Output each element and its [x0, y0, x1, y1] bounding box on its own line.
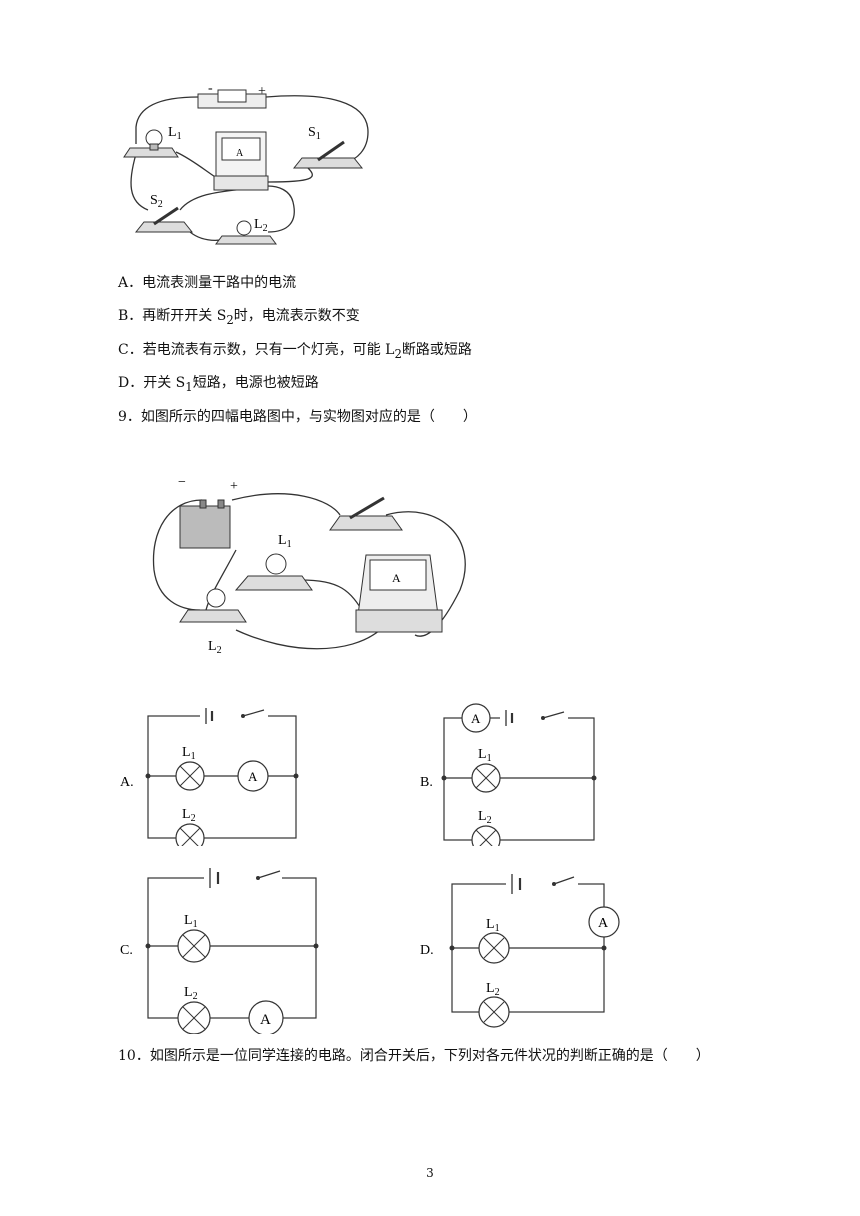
choice-a-l1: L1 [182, 745, 196, 762]
choice-d-l1: L1 [486, 917, 500, 934]
q8-ammeter-label: A [236, 148, 244, 159]
q8-label-s1: S1 [308, 125, 321, 142]
choice-c-l2: L2 [184, 985, 198, 1002]
choice-c-letter: C. [120, 943, 133, 958]
q8-label-l1: L1 [168, 125, 182, 142]
q10-stem: 10．如图所示是一位同学连接的电路。闭合开关后，下列对各元件状况的判断正确的是（… [118, 1048, 710, 1064]
choice-d-meter: A [598, 916, 609, 931]
q9-choice-d-diagram: D. A L1 L2 [420, 874, 620, 1028]
choice-b-l2: L2 [478, 809, 492, 826]
q9-label-l1: L1 [278, 533, 292, 550]
q9-choice-b-diagram: B. A L1 L2 [420, 703, 597, 846]
choice-a-l2: L2 [182, 807, 196, 824]
q9-choice-c-diagram: C. L1 L2 A [120, 868, 319, 1034]
q8-label-l2: L2 [254, 217, 268, 234]
q9-label-l2: L2 [208, 639, 222, 656]
q9-battery-plus: + [230, 479, 238, 494]
q8-circuit-figure: - + L1 A S1 S2 L2 [123, 82, 369, 245]
choice-a-letter: A. [120, 775, 134, 790]
q8-option-d: D．开关 S1短路，电源也被短路 [118, 375, 319, 394]
q9-circuit-figure: − + L1 L2 A [152, 475, 466, 656]
choice-b-letter: B. [420, 775, 433, 790]
q8-battery-plus: + [258, 84, 266, 99]
q8-label-s2: S2 [150, 193, 163, 210]
choice-c-l1: L1 [184, 913, 198, 930]
choice-d-letter: D. [420, 943, 434, 958]
q8-battery-minus: - [208, 82, 213, 96]
q9-stem: 9．如图所示的四幅电路图中，与实物图对应的是（ ） [118, 409, 477, 425]
choice-d-l2: L2 [486, 981, 500, 998]
q8-option-a: A．电流表测量干路中的电流 [118, 275, 297, 291]
q8-option-c: C．若电流表有示数，只有一个灯亮，可能 L2断路或短路 [118, 342, 472, 361]
q9-ammeter-label: A [392, 571, 401, 585]
choice-c-meter: A [260, 1012, 271, 1028]
choice-b-l1: L1 [478, 747, 492, 764]
q9-choice-a-diagram: A. A L1 L2 [120, 708, 299, 846]
q8-option-b: B．再断开开关 S2时，电流表示数不变 [118, 308, 360, 327]
page-number: 3 [426, 1166, 434, 1180]
q9-battery-minus: − [178, 475, 186, 490]
choice-b-meter: A [471, 711, 481, 726]
choice-a-meter: A [248, 769, 258, 784]
